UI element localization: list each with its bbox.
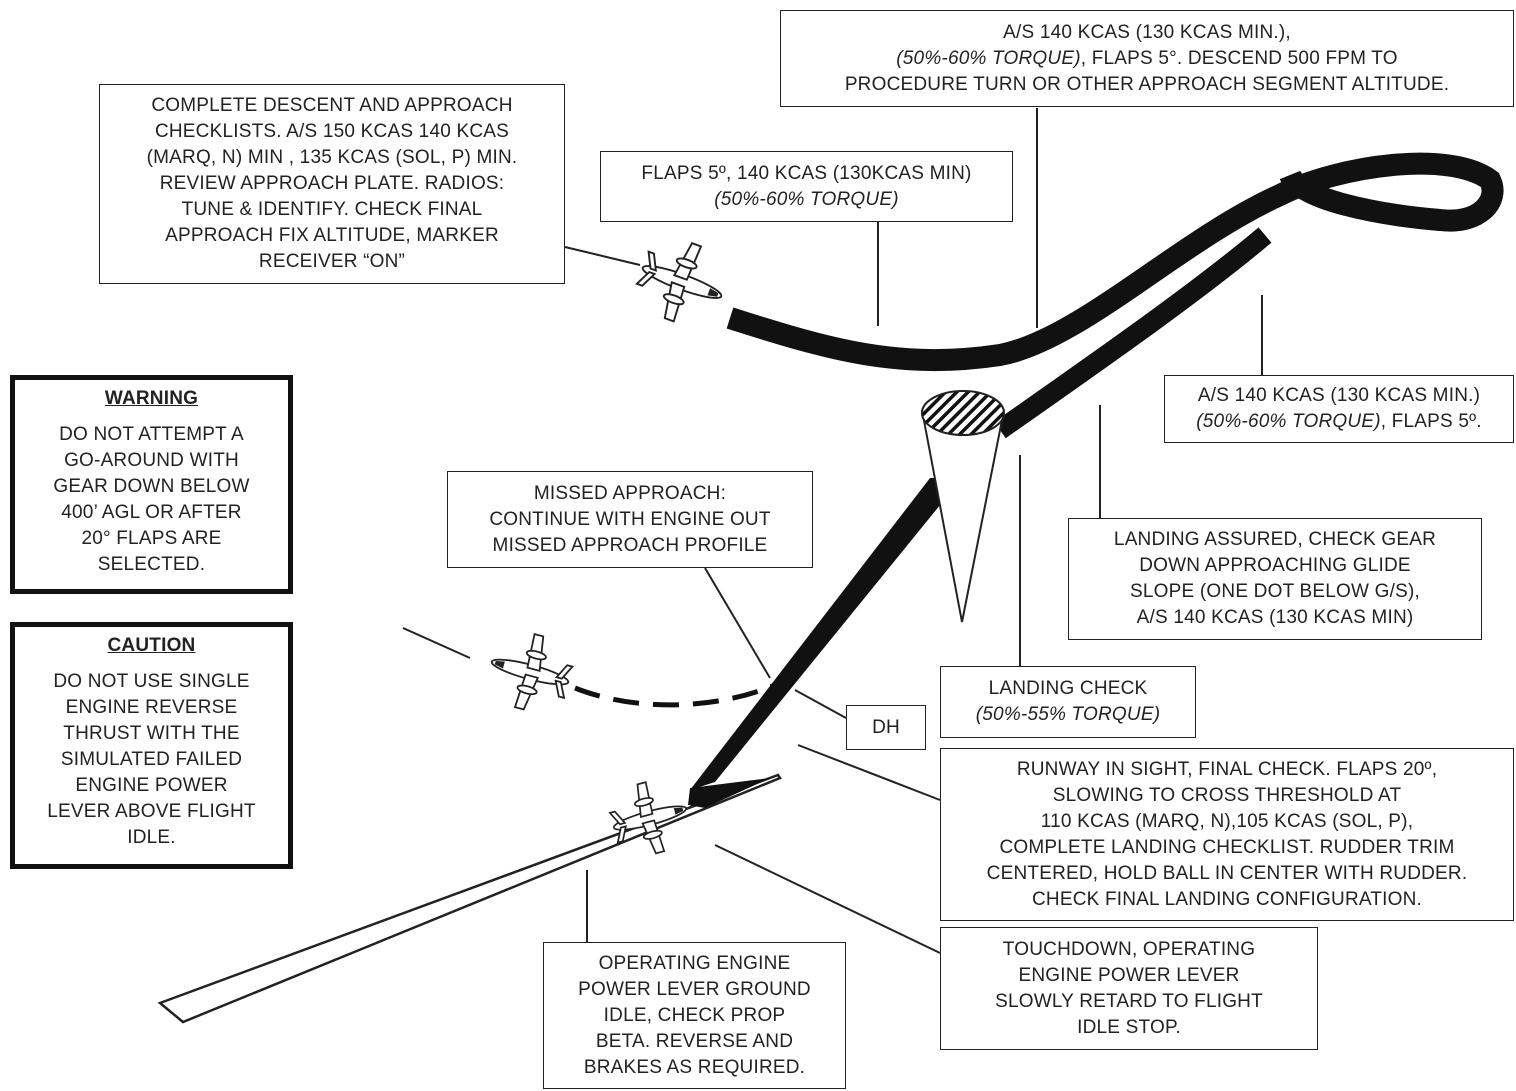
decision-height-box: DH — [846, 705, 926, 750]
landing-check-line: LANDING CHECK — [988, 678, 1148, 699]
caution-line: IDLE. — [127, 827, 176, 848]
caution-line: DO NOT USE SINGLE — [53, 671, 250, 692]
touchdown-line: ENGINE POWER LEVER — [1018, 964, 1240, 986]
operating-line: BETA. REVERSE AND — [595, 1030, 794, 1052]
operating-engine-box: OPERATING ENGINE POWER LEVER GROUND IDLE… — [543, 942, 846, 1089]
airplane-icon — [481, 624, 579, 720]
fix-cone — [921, 409, 1005, 623]
descent-line: RECEIVER “ON” — [258, 251, 406, 272]
warning-title: WARNING — [104, 388, 199, 409]
top-line-1: A/S 140 KCAS (130 KCAS MIN.), — [1003, 21, 1291, 43]
flaps-line: FLAPS 5º, 140 KCAS (130KCAS MIN) — [641, 162, 972, 184]
warning-box: WARNING DO NOT ATTEMPT A GO-AROUND WITH … — [10, 375, 293, 594]
leader-lines — [402, 108, 1263, 954]
operating-line: IDLE, CHECK PROP — [603, 1004, 786, 1026]
operating-line: BRAKES AS REQUIRED. — [583, 1056, 806, 1078]
missed-approach-path — [574, 682, 776, 708]
landing-check-box: LANDING CHECK (50%-55% TORQUE) — [940, 666, 1196, 738]
runway-line: RUNWAY IN SIGHT, FINAL CHECK. FLAPS 20º, — [1016, 758, 1438, 780]
top-torque: (50%-60% TORQUE) — [896, 47, 1081, 69]
airplane-icon — [628, 229, 736, 335]
descent-line: APPROACH FIX ALTITUDE, MARKER — [165, 225, 499, 246]
caution-line: LEVER ABOVE FLIGHT — [47, 801, 256, 822]
touchdown-line: IDLE STOP. — [1077, 1016, 1181, 1038]
descent-checklist-box: COMPLETE DESCENT AND APPROACH CHECKLISTS… — [99, 84, 565, 284]
final-approach-path — [690, 478, 962, 790]
flaps-box: FLAPS 5º, 140 KCAS (130KCAS MIN) (50%-60… — [600, 151, 1013, 222]
missed-approach-box: MISSED APPROACH: CONTINUE WITH ENGINE OU… — [447, 471, 813, 568]
warning-line: GEAR DOWN BELOW — [53, 476, 250, 497]
warning-line: 400’ AGL OR AFTER — [61, 502, 242, 523]
descent-line: (MARQ, N) MIN , 135 KCAS (SOL, P) MIN. — [146, 147, 518, 168]
runway-line: 110 KCAS (MARQ, N),105 KCAS (SOL, P), — [1040, 810, 1414, 832]
touchdown-box: TOUCHDOWN, OPERATING ENGINE POWER LEVER … — [940, 927, 1318, 1050]
caution-line: SIMULATED FAILED — [60, 749, 243, 770]
runway-outline — [157, 773, 782, 1024]
touchdown-line: TOUCHDOWN, OPERATING — [1002, 938, 1256, 960]
right-as-flaps: , FLAPS 5º. — [1380, 411, 1482, 432]
landing-assured-box: LANDING ASSURED, CHECK GEAR DOWN APPROAC… — [1068, 518, 1482, 640]
landing-assured-line: LANDING ASSURED, CHECK GEAR — [1113, 529, 1437, 550]
runway-in-sight-box: RUNWAY IN SIGHT, FINAL CHECK. FLAPS 20º,… — [940, 748, 1514, 921]
flaps-torque: (50%-60% TORQUE) — [714, 188, 899, 210]
operating-line: OPERATING ENGINE — [598, 952, 791, 974]
warning-line: DO NOT ATTEMPT A — [59, 424, 244, 445]
runway-line: COMPLETE LANDING CHECKLIST. RUDDER TRIM — [999, 836, 1455, 858]
right-as-torque: (50%-60% TORQUE) — [1196, 411, 1381, 432]
caution-line: ENGINE POWER — [75, 775, 228, 796]
descent-line: CHECKLISTS. A/S 150 KCAS 140 KCAS — [154, 121, 510, 142]
landing-check-torque: (50%-55% TORQUE) — [975, 704, 1161, 725]
top-line-3: PROCEDURE TURN OR OTHER APPROACH SEGMENT… — [844, 73, 1450, 95]
missed-line: MISSED APPROACH PROFILE — [492, 534, 768, 556]
right-as-line-2: (50%-60% TORQUE), FLAPS 5º. — [1196, 409, 1481, 435]
operating-line: POWER LEVER GROUND — [578, 978, 811, 1000]
touchdown-line: SLOWLY RETARD TO FLIGHT — [995, 990, 1263, 1012]
top-approach-box: A/S 140 KCAS (130 KCAS MIN.), (50%-60% T… — [780, 10, 1514, 107]
caution-line: THRUST WITH THE — [63, 723, 240, 744]
fix-cone-top — [921, 390, 1005, 436]
missed-line: MISSED APPROACH: — [533, 482, 727, 504]
top-line-2-text: FLAPS 5°. DESCEND 500 FPM TO — [1091, 47, 1398, 69]
landing-assured-line: SLOPE (ONE DOT BELOW G/S), — [1130, 581, 1420, 602]
warning-line: SELECTED. — [97, 554, 206, 575]
warning-line: 20° FLAPS ARE — [81, 528, 222, 549]
dh-label: DH — [872, 716, 900, 738]
inbound-leg-path — [994, 227, 1272, 439]
caution-title: CAUTION — [107, 635, 196, 656]
warning-line: GO-AROUND WITH — [64, 450, 239, 471]
descent-line: COMPLETE DESCENT AND APPROACH — [151, 95, 513, 116]
missed-line: CONTINUE WITH ENGINE OUT — [489, 508, 771, 530]
right-airspeed-box: A/S 140 KCAS (130 KCAS MIN.) (50%-60% TO… — [1164, 375, 1514, 443]
landing-assured-line: A/S 140 KCAS (130 KCAS MIN) — [1136, 607, 1414, 628]
descent-line: TUNE & IDENTIFY. CHECK FINAL — [181, 199, 483, 220]
top-line-2: (50%-60% TORQUE), FLAPS 5°. DESCEND 500 … — [896, 47, 1398, 69]
right-as-line: A/S 140 KCAS (130 KCAS MIN.) — [1197, 385, 1481, 406]
caution-line: ENGINE REVERSE — [65, 697, 238, 718]
touchdown-zone — [688, 778, 770, 808]
landing-assured-line: DOWN APPROACHING GLIDE — [1139, 555, 1411, 576]
runway-line: CENTERED, HOLD BALL IN CENTER WITH RUDDE… — [986, 862, 1468, 884]
runway-line: CHECK FINAL LANDING CONFIGURATION. — [1031, 888, 1422, 910]
runway-line: SLOWING TO CROSS THRESHOLD AT — [1052, 784, 1402, 806]
descent-line: REVIEW APPROACH PLATE. RADIOS: — [159, 173, 505, 194]
caution-box: CAUTION DO NOT USE SINGLE ENGINE REVERSE… — [10, 622, 293, 869]
procedure-turn-path — [726, 152, 1504, 372]
